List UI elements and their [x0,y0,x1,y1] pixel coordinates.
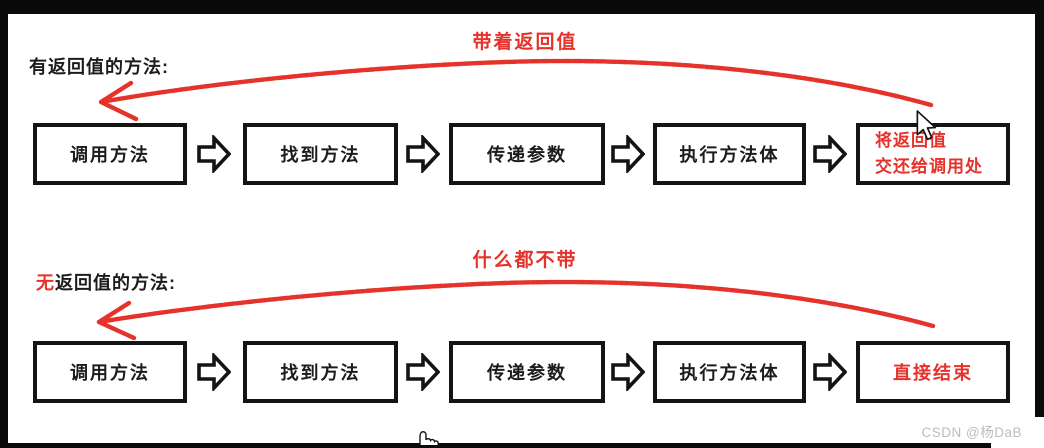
csdn-watermark: CSDN @杨DaB [921,425,1022,440]
row2-title-prefix: 无 [36,273,55,293]
box-label: 执行方法体 [679,363,780,383]
row1-arc-label: 带着返回值 [472,32,578,53]
row1-box-exec-body: 执行方法体 [653,123,806,185]
box-label: 找到方法 [280,145,361,165]
box-label: 找到方法 [280,363,361,383]
box-label: 调用方法 [70,145,150,165]
box-label-line2: 交还给调用处 [875,157,983,176]
row1-box-find-method: 找到方法 [243,123,398,185]
right-block-arrow-icon [197,353,231,391]
row2-box-exec-body: 执行方法体 [653,341,806,403]
box-label: 调用方法 [70,363,150,383]
row1-title: 有返回值的方法: [29,53,169,79]
row2-title-rest: 返回值的方法: [55,273,176,293]
box-label: 执行方法体 [679,145,780,165]
row1-title-prefix: 有 [29,57,48,77]
right-block-arrow-icon [406,135,440,173]
right-block-arrow-icon [406,353,440,391]
frame-corner-patch [991,417,1044,448]
row1-box-call-method: 调用方法 [33,123,187,185]
right-block-arrow-icon [611,135,645,173]
mouse-cursor-icon [916,110,937,141]
right-block-arrow-icon [813,353,847,391]
row2-box-end-directly: 直接结束 [856,341,1010,403]
row2-box-find-method: 找到方法 [243,341,398,403]
row2-box-call-method: 调用方法 [33,341,187,403]
row2-arc-label: 什么都不带 [472,250,578,271]
box-label: 传递参数 [487,363,567,383]
right-block-arrow-icon [813,135,847,173]
right-block-arrow-icon [611,353,645,391]
row2-title: 无返回值的方法: [36,269,176,295]
row2-box-pass-params: 传递参数 [449,341,605,403]
row1-box-pass-params: 传递参数 [449,123,605,185]
right-block-arrow-icon [197,135,231,173]
row1-title-rest: 返回值的方法: [48,57,169,77]
box-label: 直接结束 [893,363,973,383]
box-label: 传递参数 [487,145,567,165]
